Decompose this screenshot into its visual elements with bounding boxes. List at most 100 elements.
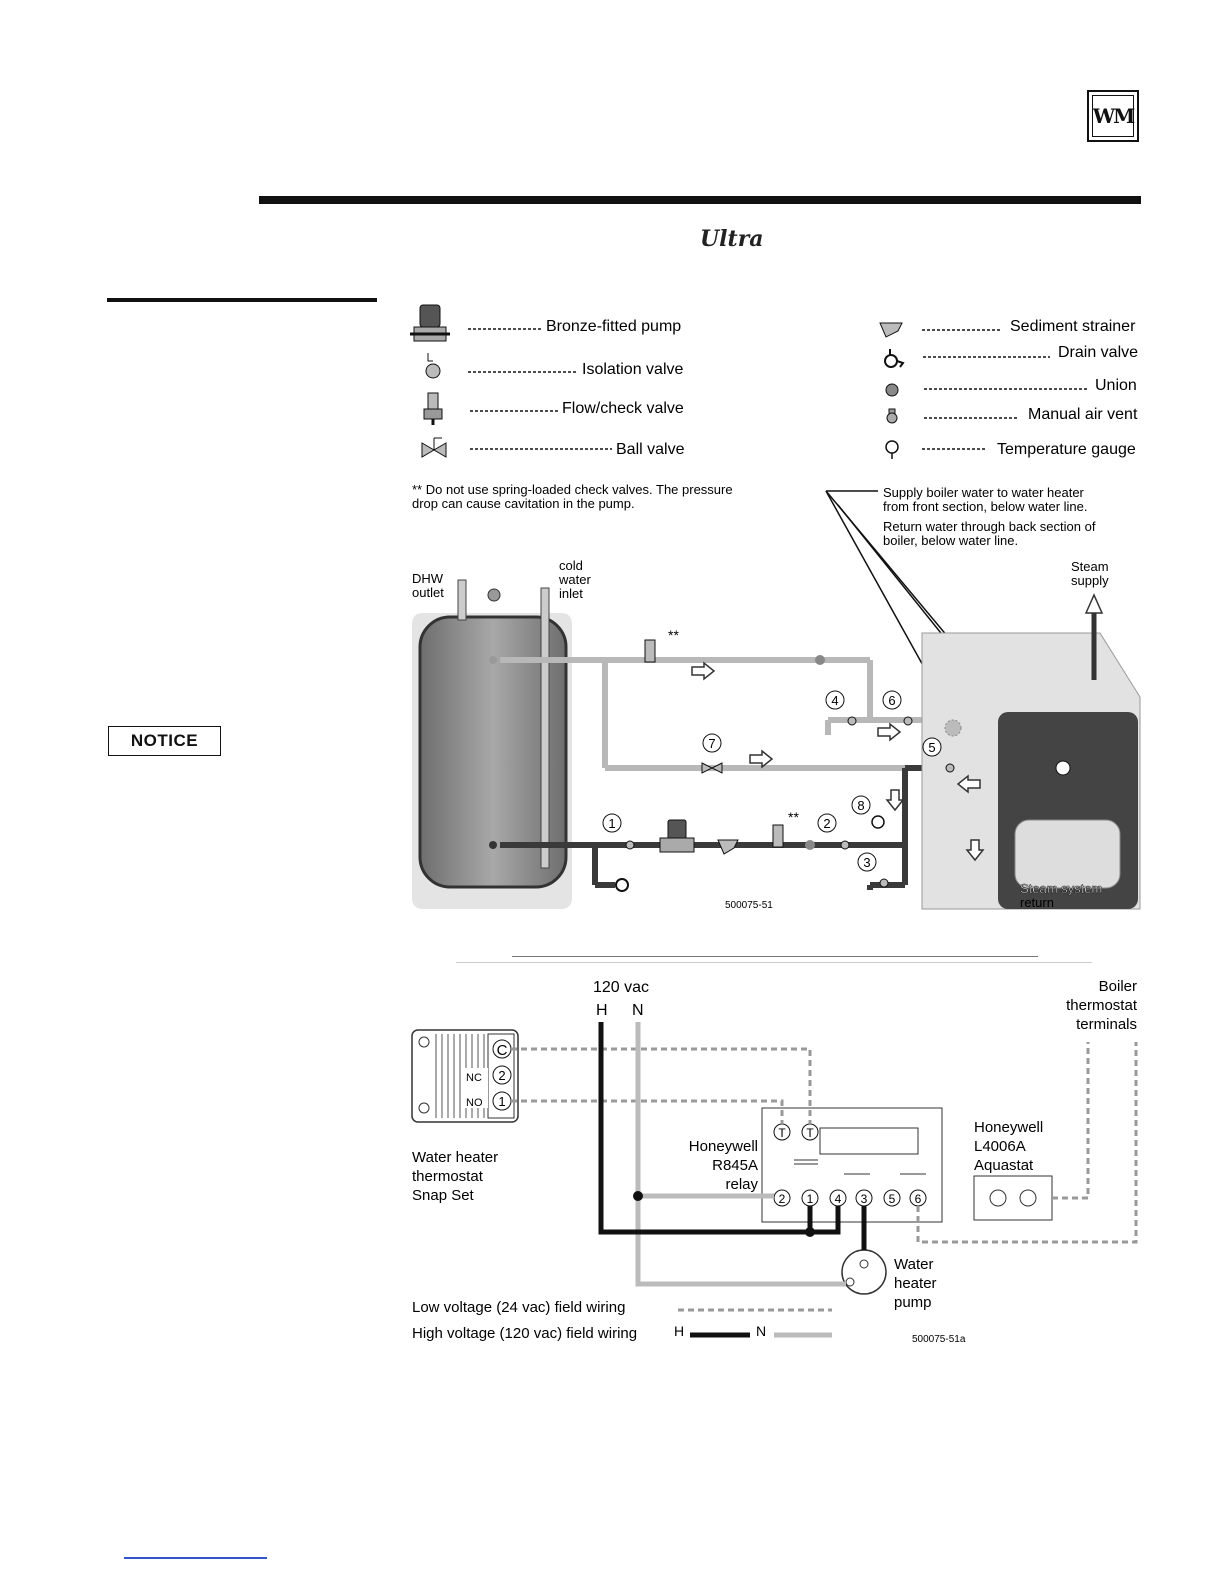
legend-label: Sediment strainer [1010,318,1136,335]
sidebar-rule [107,298,377,302]
boiler [921,593,1141,910]
svg-text:1: 1 [807,1192,814,1206]
boiler-thermostat-label: terminals [1076,1016,1137,1033]
svg-text:4: 4 [835,1192,842,1206]
flow-check-component [772,824,784,848]
asterisk-note: ** [668,627,679,643]
figure-id: 500075-51a [912,1334,966,1345]
flow-check-component-upper [644,639,656,663]
manual-air-vent-icon [886,408,898,424]
pump-label: heater [894,1275,937,1292]
cold-inlet-label: cold [559,558,583,573]
high-voltage-neutral [635,1022,846,1287]
callouts: 1 2 3 4 5 6 7 8 [602,690,955,888]
drain-valve-component [615,878,629,892]
relay-label: Honeywell [689,1138,758,1155]
pump-label: pump [894,1294,932,1311]
water-heater-thermostat: C 2 1 NC NO [411,1029,519,1123]
r845a-relay: T T 2 1 4 3 5 6 [761,1107,943,1223]
callout-2: 2 [817,813,850,850]
svg-text:4: 4 [831,693,838,708]
svg-text:6: 6 [888,693,895,708]
svg-text:7: 7 [708,736,715,751]
no-label: NO [466,1097,483,1109]
l4006a-aquastat [973,1175,1053,1221]
terminal-2: 2 [498,1068,505,1083]
footnote-line: drop can cause cavitation in the pump. [412,496,635,511]
steam-return-label: return [1020,895,1054,910]
drain-valve-icon [884,349,905,368]
svg-text:6: 6 [915,1192,922,1206]
sediment-strainer-icon [879,322,903,338]
aquastat-label: Aquastat [974,1157,1034,1174]
pump-component [659,819,695,853]
isolation-valve-icon [425,353,441,379]
legend-low-voltage: Low voltage (24 vac) field wiring [412,1299,625,1316]
callout-8: 8 [851,795,871,815]
legend-label: Union [1095,377,1137,394]
union-component [815,655,825,665]
ball-valve-icon [421,437,447,458]
legend-label: Manual air vent [1028,406,1138,423]
relay-label: R845A [712,1157,758,1174]
union-icon [885,383,899,397]
flow-check-valve-icon [423,392,443,425]
return-note-line: Return water through back section of [883,519,1096,534]
cold-inlet-label: inlet [559,586,583,601]
callout-1: 1 [602,813,635,850]
thermostat-label: Snap Set [412,1187,475,1204]
relay-label: relay [725,1176,758,1193]
svg-text:2: 2 [823,816,830,831]
svg-text:5: 5 [928,740,935,755]
pump-label: Water [894,1256,933,1273]
terminal-c: C [497,1042,508,1059]
piping-diagram: Bronze-fitted pump Isolation valve Flow/… [410,304,1141,911]
strainer-component [717,839,739,855]
wiring-diagram: 120 vac H N Boiler thermostat terminals … [411,978,1138,1345]
callout-6: 6 [882,690,913,726]
diagram-separator [456,962,1092,963]
logo-mark: WM [1092,95,1135,137]
thermostat-label: Water heater [412,1149,498,1166]
ball-valve-component [701,762,723,774]
figure-id: 500075-51 [725,900,773,911]
thermostat-label: thermostat [412,1168,484,1185]
callout-5: 5 [922,737,955,773]
junction [633,1191,643,1201]
notice-badge: NOTICE [108,726,221,756]
legend-label: Drain valve [1058,344,1138,361]
supply-note-line: Supply boiler water to water heater [883,485,1085,500]
cold-inlet-label: water [558,572,591,587]
footer-link[interactable] [124,1557,267,1559]
svg-text:1: 1 [608,816,615,831]
dhw-outlet-label: DHW [412,571,444,586]
footnote-line: ** Do not use spring-loaded check valves… [412,482,733,497]
supply-piping [500,657,945,771]
terminal-1: 1 [498,1094,505,1109]
boiler-thermostat-label: Boiler [1099,978,1137,995]
steam-supply-label: Steam [1071,559,1109,574]
svg-text:T: T [806,1126,814,1140]
product-name: Ultra [700,226,764,252]
boiler-thermostat-label: thermostat [1066,997,1138,1014]
svg-text:8: 8 [857,798,864,813]
junction [805,1227,815,1237]
temperature-gauge-icon [885,440,899,459]
legend-n: N [756,1323,766,1339]
callout-4: 4 [825,690,857,726]
legend-label: Temperature gauge [997,441,1136,458]
return-note-line: boiler, below water line. [883,533,1018,548]
flow-arrows [691,661,985,862]
weil-mclain-logo: WM [1087,90,1139,142]
legend-label: Isolation valve [582,361,683,378]
callout-3: 3 [857,852,889,888]
svg-text:5: 5 [889,1192,896,1206]
water-heater-pump [841,1249,887,1295]
dhw-outlet-label: outlet [412,585,444,600]
legend-right: Sediment strainer Drain valve Union Manu… [879,318,1138,459]
steam-supply-label: supply [1071,573,1109,588]
aquastat-label: L4006A [974,1138,1026,1155]
svg-text:3: 3 [861,1192,868,1206]
water-heater-tank [412,579,572,909]
callout-7: 7 [702,733,722,753]
